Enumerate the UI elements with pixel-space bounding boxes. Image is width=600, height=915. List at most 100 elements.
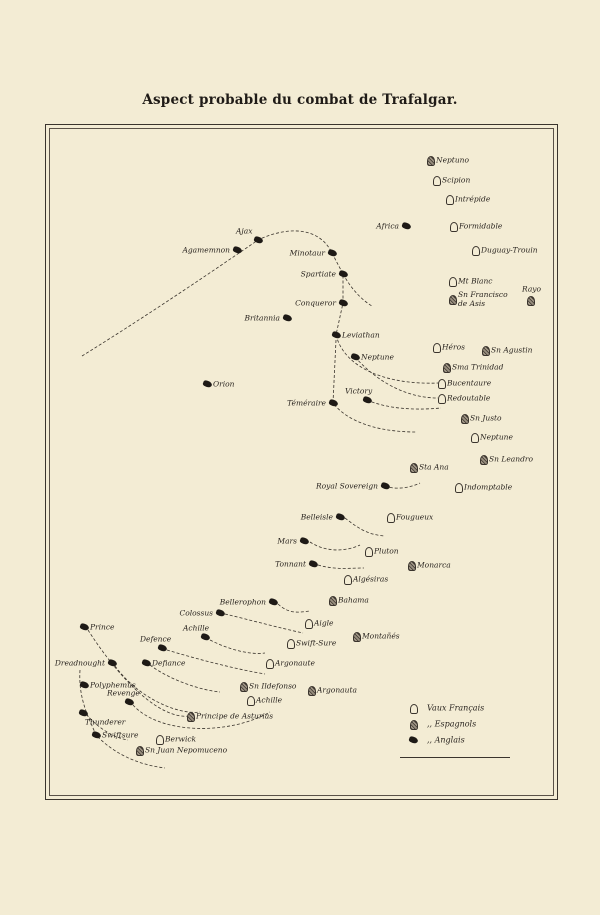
ship-label: Pluton bbox=[374, 546, 399, 556]
track-victory bbox=[366, 399, 442, 410]
legend-item-en: ,, Anglais bbox=[405, 732, 515, 748]
track-prince bbox=[87, 629, 191, 717]
french-ship-icon bbox=[450, 222, 458, 232]
ship-label: Britannia bbox=[244, 313, 280, 323]
track-thunderer bbox=[85, 713, 129, 741]
ship-label: Sn Agustin bbox=[491, 345, 533, 355]
ship-label: Defence bbox=[140, 634, 172, 644]
map-frame-outer bbox=[45, 124, 558, 800]
ship-label: Indomptable bbox=[464, 482, 513, 492]
ship-label: Revenge bbox=[107, 688, 140, 698]
ship-label: Redoutable bbox=[447, 393, 491, 403]
map-frame-inner bbox=[49, 128, 554, 796]
ship-label: Belleisle bbox=[300, 512, 333, 522]
ship-label: Neptune bbox=[361, 352, 394, 362]
ship-label: Victory bbox=[345, 386, 373, 396]
french-ship-icon bbox=[387, 513, 395, 523]
spanish-ship-icon bbox=[527, 296, 535, 306]
legend-item-fr: Vaux Français bbox=[405, 700, 515, 716]
ship-label: Sn Ildefonso bbox=[249, 681, 297, 691]
ship-label: Thunderer bbox=[85, 717, 126, 727]
ship-label: Bellerophon bbox=[219, 597, 266, 607]
spanish-ship-icon bbox=[353, 632, 361, 642]
spanish-ship-icon bbox=[443, 363, 451, 373]
map-title: Aspect probable du combat de Trafalgar. bbox=[142, 92, 458, 108]
french-ship-icon bbox=[433, 176, 441, 186]
ship-label: Prince bbox=[90, 622, 115, 632]
ship-label: Formidable bbox=[459, 221, 503, 231]
track-leviathan bbox=[335, 334, 439, 384]
ship-label: Duguay-Trouin bbox=[481, 245, 538, 255]
ship-label: Colossus bbox=[179, 608, 213, 618]
spanish-ship-icon bbox=[480, 455, 488, 465]
ship-label: Aigle bbox=[314, 618, 334, 628]
spanish-ship-icon bbox=[136, 746, 144, 756]
ship-label: Sn Juan Nepomuceno bbox=[145, 745, 228, 755]
ship-label: Polyphemus bbox=[90, 680, 136, 690]
french-ship-icon bbox=[446, 195, 454, 205]
ship-label: Neptune bbox=[480, 432, 513, 442]
en-ship-icon bbox=[408, 735, 419, 745]
track-belleisle bbox=[344, 517, 386, 537]
french-ship-icon bbox=[305, 619, 313, 629]
ship-label: Téméraire bbox=[287, 398, 326, 408]
ship-label: Sta Ana bbox=[419, 462, 449, 472]
ship-label: Minotaur bbox=[289, 248, 325, 258]
spanish-ship-icon bbox=[408, 561, 416, 571]
spanish-ship-icon bbox=[482, 346, 490, 356]
french-ship-icon bbox=[247, 696, 255, 706]
track-neptune bbox=[354, 356, 439, 399]
ship-label: Algésiras bbox=[353, 574, 389, 584]
ship-label: Swift-Sure bbox=[296, 638, 337, 648]
ship-label: Monarca bbox=[417, 560, 451, 570]
ship-label: Neptuno bbox=[436, 155, 469, 165]
ship-label: Argonauta bbox=[317, 685, 357, 695]
french-ship-icon bbox=[344, 575, 352, 585]
track-royal-sovereign bbox=[384, 482, 421, 489]
legend: Vaux Français ,, Espagnols ,, Anglais bbox=[405, 700, 515, 748]
ship-label: Swiftsure bbox=[102, 730, 139, 740]
french-ship-icon bbox=[287, 639, 295, 649]
track-achille bbox=[209, 639, 266, 654]
ship-label: Sn Justo bbox=[470, 413, 502, 423]
ship-label: Achille bbox=[256, 695, 283, 705]
ship-label: Agamemnon bbox=[182, 245, 230, 255]
ship-label: Royal Sovereign bbox=[315, 481, 378, 491]
french-ship-icon bbox=[438, 379, 446, 389]
ship-label: Rayo bbox=[522, 284, 542, 294]
track-defiance bbox=[149, 664, 221, 693]
track-bellerophon bbox=[277, 603, 311, 613]
ship-label: Fougueux bbox=[396, 512, 434, 522]
spanish-ship-icon bbox=[240, 682, 248, 692]
fr-ship-icon bbox=[410, 704, 418, 714]
track-tonnant bbox=[317, 564, 365, 569]
ship-label: Leviathan bbox=[342, 330, 380, 340]
track-mars bbox=[309, 541, 361, 551]
ship-label: Berwick bbox=[165, 734, 197, 744]
legend-label: ,, Anglais bbox=[427, 735, 465, 745]
ship-label: Africa bbox=[376, 221, 399, 231]
ship-label: Orion bbox=[213, 379, 235, 389]
ship-label: Bucentaure bbox=[447, 378, 492, 388]
ship-label: Scipion bbox=[442, 175, 471, 185]
ship-label: Achille bbox=[183, 623, 210, 633]
ship-label: Principe de Asturias bbox=[196, 711, 274, 721]
ship-label: Defiance bbox=[152, 658, 186, 668]
french-ship-icon bbox=[156, 735, 164, 745]
spanish-ship-icon bbox=[410, 463, 418, 473]
ship-label: Conqueror bbox=[295, 298, 336, 308]
ship-label: Héros bbox=[442, 342, 465, 352]
track-spartiate bbox=[342, 273, 373, 307]
track-defence bbox=[166, 649, 266, 675]
ship-label: Spartiate bbox=[300, 269, 336, 279]
french-ship-icon bbox=[433, 343, 441, 353]
spanish-ship-icon bbox=[308, 686, 316, 696]
legend-label: ,, Espagnols bbox=[427, 719, 477, 729]
track-colossus bbox=[224, 613, 304, 634]
ship-label: Mars bbox=[277, 536, 297, 546]
spanish-ship-icon bbox=[329, 596, 337, 606]
legend-item-es: ,, Espagnols bbox=[405, 716, 515, 732]
ship-label: Mt Blanc bbox=[458, 276, 493, 286]
ship-label: Dreadnought bbox=[54, 658, 105, 668]
